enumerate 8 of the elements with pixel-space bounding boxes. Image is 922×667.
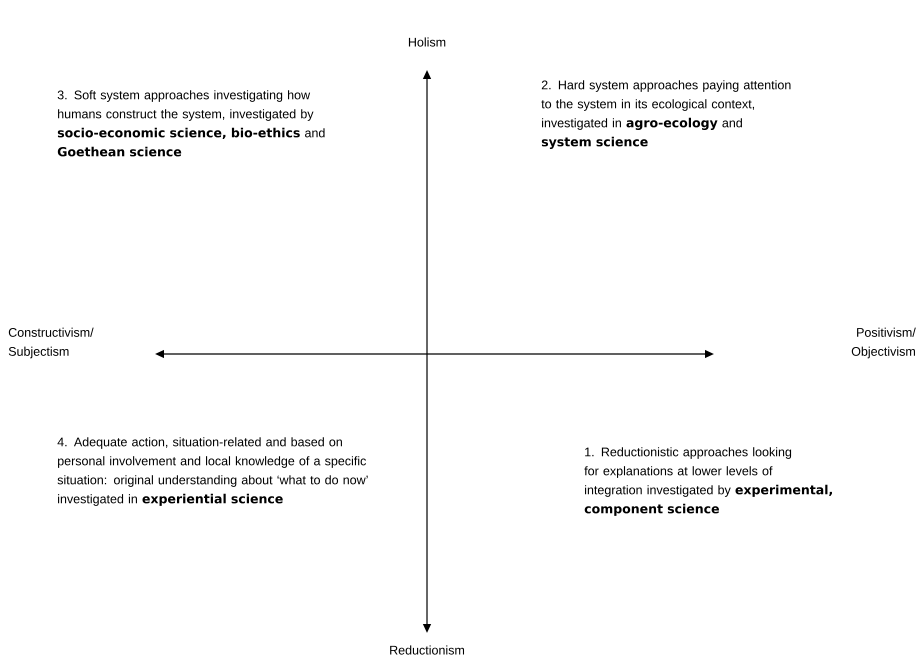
quadrant-text: 2. Hard system approaches paying attention to the system in its ecological context, investigated in agro-ecology and system science [541, 80, 790, 149]
axis-label: Positivism/ Objectivism [852, 328, 916, 358]
quadrant-text: 3. Soft system approaches investigating how humans construct the system, investigated by socio-economic science, bio-ethics and Goethean science [58, 90, 325, 156]
axis-label: Constructivism/ Subjectism [8, 328, 94, 358]
axis-label: Reductionism [390, 645, 464, 655]
axis-label: Holism [408, 37, 446, 47]
quadrant-text: 1. Reductionistic approaches looking for explanations at lower levels of integration investigated by experimental, component science [584, 447, 832, 516]
quadrant-text: 4. Adequate action, situation-related and based on personal involvement and local knowledge of a specific situation: original understanding about ‘what to do now’ investigated in experiential science [58, 437, 368, 506]
